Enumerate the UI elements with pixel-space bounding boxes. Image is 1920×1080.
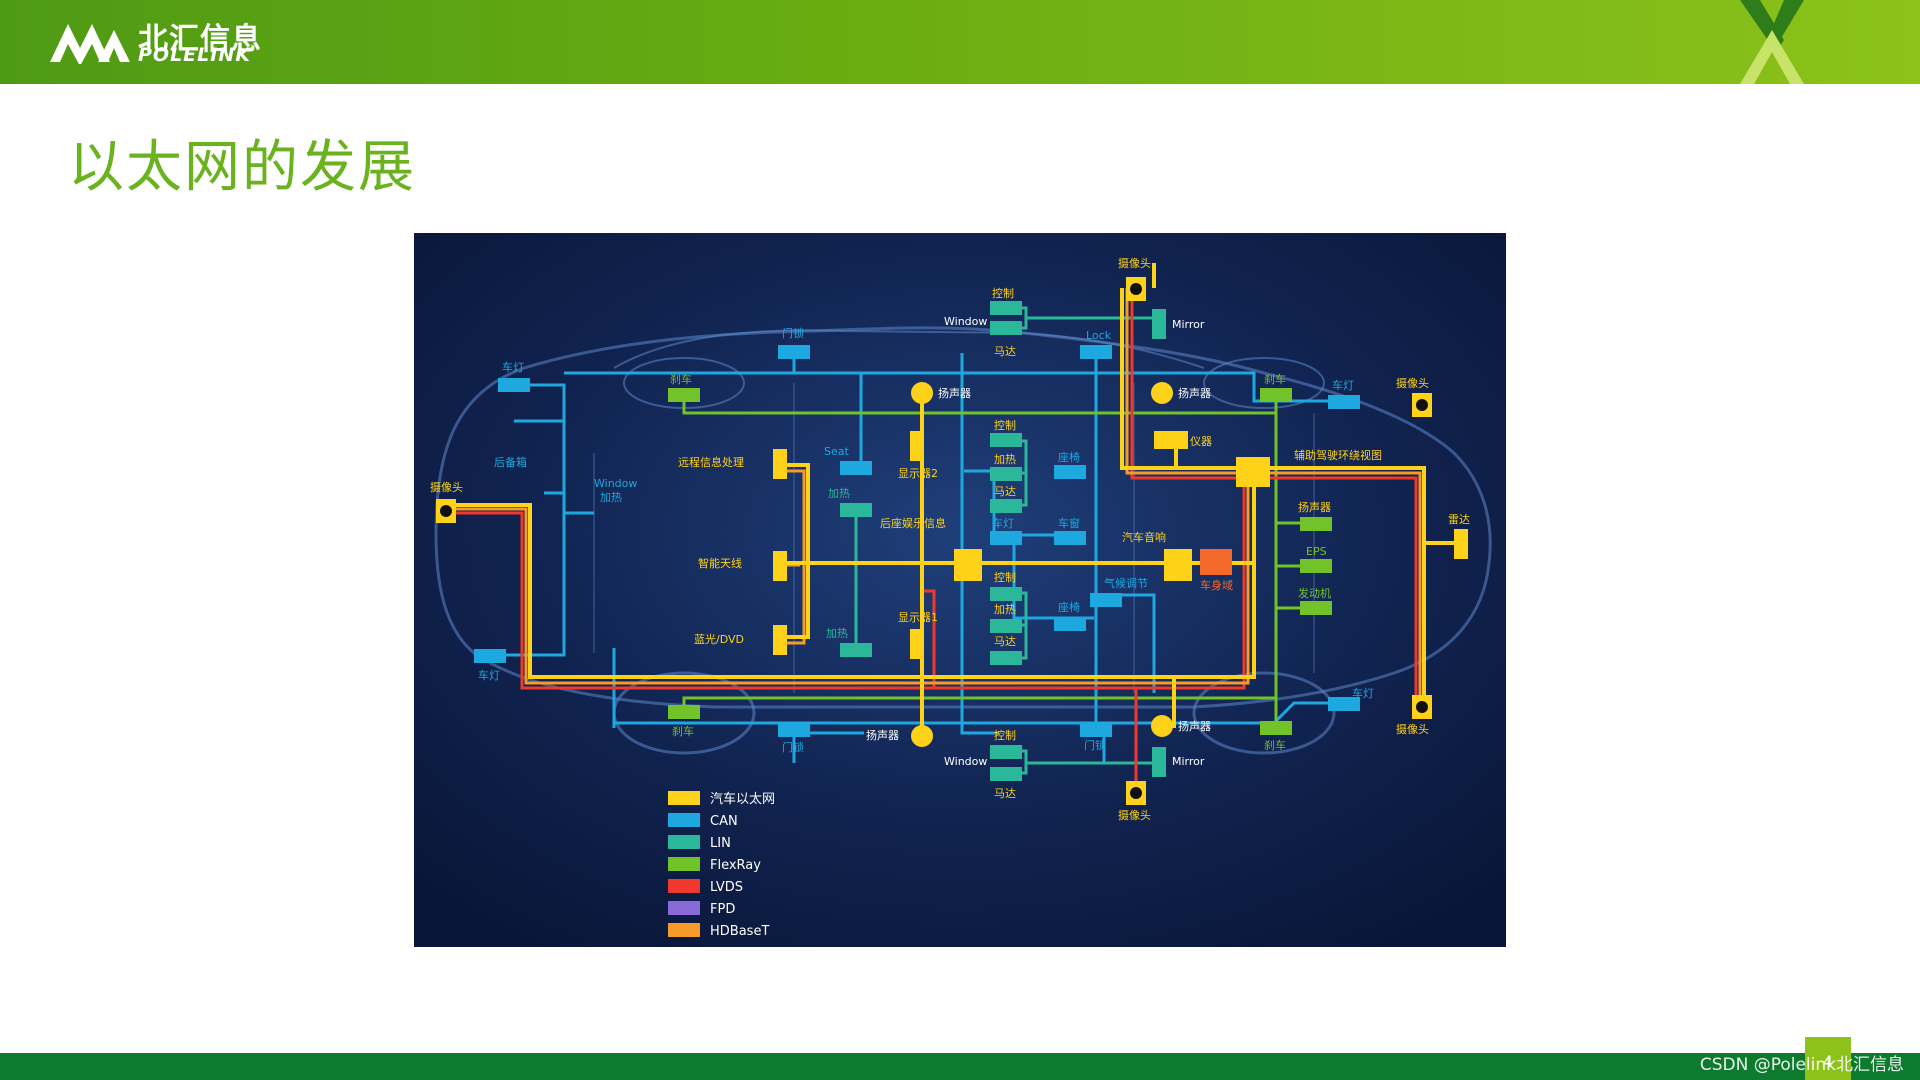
label-light-right-bottom: 车灯 bbox=[1352, 686, 1374, 700]
ethernet-node-icon bbox=[773, 431, 1468, 659]
label-light-mid: 车灯 bbox=[992, 516, 1014, 530]
label-brake-right-bottom: 刹车 bbox=[1264, 738, 1286, 752]
lvds-bus-lines bbox=[450, 288, 1418, 788]
label-display-2: 显示器2 bbox=[898, 467, 938, 480]
label-heat-2: 加热 bbox=[826, 627, 848, 640]
label-brake-right-top: 刹车 bbox=[1264, 372, 1286, 386]
logo-chinese-text: 北汇信息 bbox=[138, 22, 262, 57]
label-camera-bottom: 摄像头 bbox=[1118, 808, 1151, 822]
legend-swatch bbox=[668, 879, 700, 893]
label-instrument: 仪器 bbox=[1190, 435, 1212, 448]
label-door-lock-bottom-r: 门锁 bbox=[1084, 738, 1106, 752]
label-mirror-top: Mirror bbox=[1172, 318, 1205, 331]
hdbaset-bus-lines bbox=[450, 288, 1422, 711]
label-window-bottom: Window bbox=[944, 755, 987, 768]
corner-decoration-icon bbox=[1720, 0, 1830, 88]
legend-label: FPD bbox=[710, 902, 735, 917]
csdn-watermark: CSDN @Polelink北汇信息 bbox=[1699, 1055, 1904, 1075]
legend-swatch bbox=[668, 835, 700, 849]
page-number-block bbox=[1805, 1037, 1851, 1080]
legend-label: LVDS bbox=[710, 880, 743, 895]
label-heat-low: 加热 bbox=[994, 603, 1016, 616]
label-smart-antenna: 智能天线 bbox=[698, 556, 742, 570]
label-remote-info: 远程信息处理 bbox=[678, 455, 744, 469]
label-camera-right-bottom: 摄像头 bbox=[1396, 722, 1429, 736]
speaker-node-icon bbox=[911, 382, 1173, 747]
polelink-logo-icon bbox=[48, 18, 132, 68]
page-title: 以太网的发展 bbox=[68, 135, 416, 200]
label-trunk: 后备箱 bbox=[494, 455, 527, 469]
label-radar: 雷达 bbox=[1448, 513, 1470, 526]
label-window-top: Window bbox=[944, 315, 987, 328]
label-heat-mid: 加热 bbox=[994, 453, 1016, 466]
label-climate: 气候调节 bbox=[1104, 576, 1148, 590]
label-window-heat-line1: Window bbox=[594, 477, 637, 490]
label-door-lock-bottom: 门锁 bbox=[782, 740, 804, 754]
footer-bar bbox=[0, 1053, 1920, 1080]
legend-swatch bbox=[668, 813, 700, 827]
label-brake-left-top: 刹车 bbox=[670, 372, 692, 386]
label-control-mid: 控制 bbox=[994, 418, 1016, 432]
body-domain-node-icon bbox=[1200, 549, 1232, 575]
legend-label: LIN bbox=[710, 836, 731, 851]
label-bluray: 蓝光/DVD bbox=[694, 632, 744, 646]
legend-label: CAN bbox=[710, 814, 738, 829]
logo-english-text: POLELINK bbox=[138, 44, 251, 66]
legend-swatch bbox=[668, 857, 700, 871]
label-control-low: 控制 bbox=[994, 570, 1016, 584]
label-light-left-top: 车灯 bbox=[502, 360, 524, 374]
label-rear-ent: 后座娱乐信息 bbox=[880, 516, 946, 530]
label-speaker-bottom-r: 扬声器 bbox=[1178, 719, 1211, 733]
label-window-heat-line2: 加热 bbox=[600, 491, 622, 504]
label-control-bottom: 控制 bbox=[994, 728, 1016, 742]
legend-swatch bbox=[668, 791, 700, 805]
legend-label: 汽车以太网 bbox=[710, 791, 775, 807]
legend-label: FlexRay bbox=[710, 858, 761, 873]
vehicle-network-diagram: 摄像头 控制 Window Mirror 马达 门锁 Lock 车灯 刹车 扬声… bbox=[414, 233, 1506, 947]
label-door-lock-top: 门锁 bbox=[782, 326, 804, 340]
label-camera-top: 摄像头 bbox=[1118, 256, 1151, 270]
label-light-right-top: 车灯 bbox=[1332, 378, 1354, 392]
header-bar: 北汇信息 POLELINK bbox=[0, 0, 1920, 84]
label-speaker-1: 扬声器 bbox=[938, 386, 971, 400]
label-speaker-2: 扬声器 bbox=[1178, 386, 1211, 400]
label-light-left-bottom: 车灯 bbox=[478, 668, 500, 682]
label-camera-right-top: 摄像头 bbox=[1396, 376, 1429, 390]
label-motor-top: 马达 bbox=[994, 345, 1016, 358]
label-adas: 辅助驾驶环绕视图 bbox=[1294, 448, 1382, 462]
label-speaker-bottom-l: 扬声器 bbox=[866, 728, 899, 742]
flexray-node-icon bbox=[668, 388, 1332, 735]
lin-node-icon bbox=[840, 301, 1166, 781]
label-seat-r: 座椅 bbox=[1058, 450, 1080, 464]
label-mirror-bottom: Mirror bbox=[1172, 755, 1205, 768]
label-camera-left: 摄像头 bbox=[430, 480, 463, 494]
label-seat: Seat bbox=[824, 445, 849, 458]
label-car-audio: 汽车音响 bbox=[1122, 530, 1166, 544]
label-display-1: 显示器1 bbox=[898, 611, 938, 624]
page-number: 4 bbox=[1822, 1052, 1834, 1071]
label-control-top: 控制 bbox=[992, 286, 1014, 300]
label-motor-bottom: 马达 bbox=[994, 787, 1016, 800]
legend-label: HDBaseT bbox=[710, 924, 769, 939]
label-lock-top: Lock bbox=[1086, 329, 1112, 342]
legend-swatch bbox=[668, 901, 700, 915]
label-seat-low: 座椅 bbox=[1058, 600, 1080, 614]
label-eps: EPS bbox=[1306, 545, 1327, 558]
label-body: 车身域 bbox=[1200, 578, 1233, 592]
legend-swatch bbox=[668, 923, 700, 937]
label-engine: 发动机 bbox=[1298, 586, 1331, 600]
label-speaker-r: 扬声器 bbox=[1298, 500, 1331, 514]
label-motor-low: 马达 bbox=[994, 635, 1016, 648]
label-brake-left-bottom: 刹车 bbox=[672, 724, 694, 738]
label-heat-1: 加热 bbox=[828, 487, 850, 500]
can-node-icon bbox=[474, 345, 1360, 737]
label-motor-mid: 马达 bbox=[994, 485, 1016, 498]
label-wiper: 车窗 bbox=[1058, 516, 1080, 530]
